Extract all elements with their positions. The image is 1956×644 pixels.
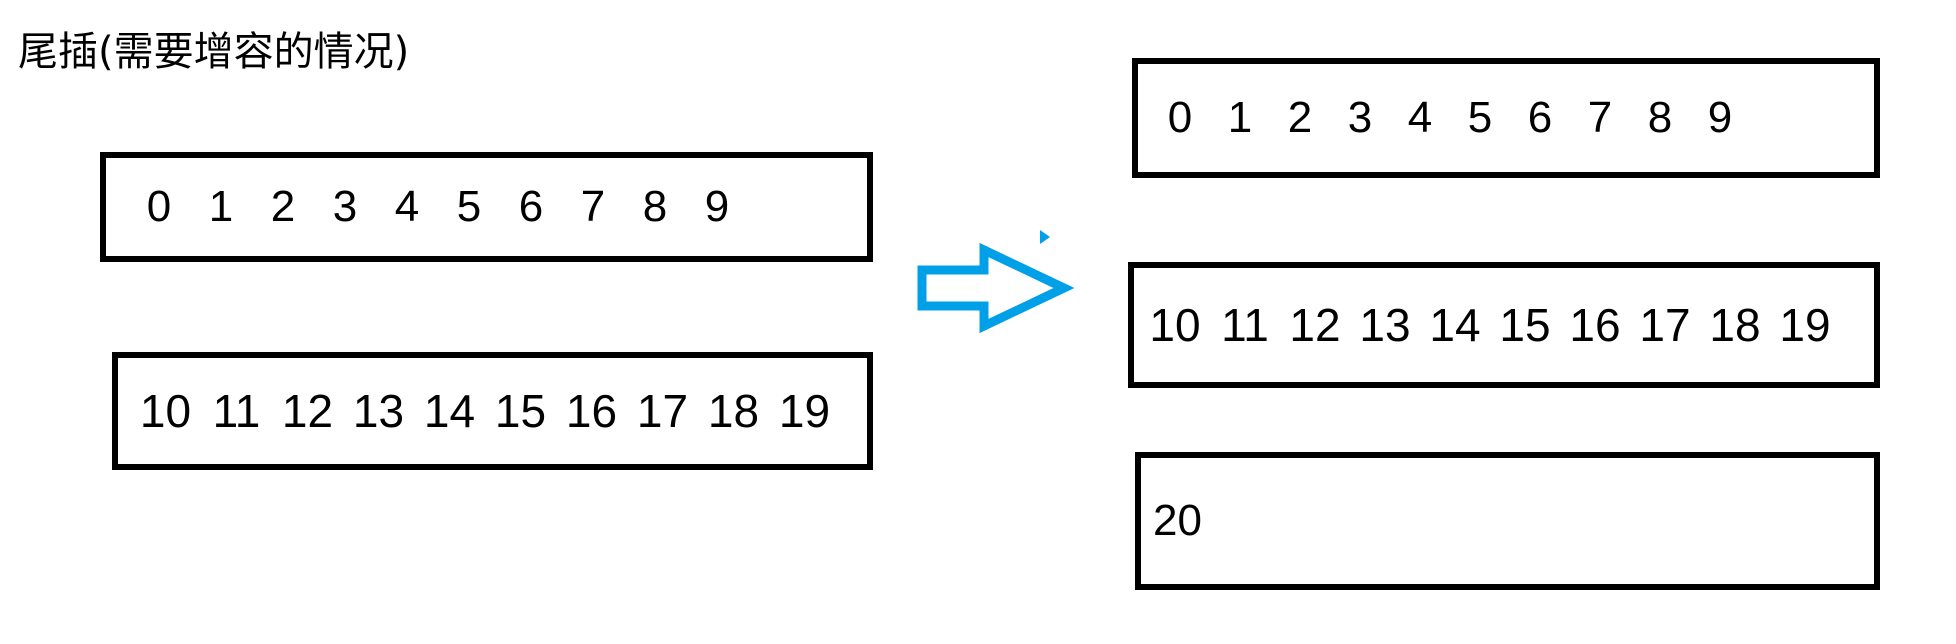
array-cell: 11 (212, 385, 261, 437)
array-cell: 7 (1587, 93, 1613, 142)
array-cell: 14 (423, 385, 476, 437)
array-cell: 8 (642, 182, 668, 231)
array-cell: 13 (1359, 299, 1411, 351)
right-array-box-1-cells: 0 1 2 3 4 5 6 7 8 9 (1150, 93, 1750, 143)
right-array-box-2: 10 11 12 13 14 15 16 17 18 19 (1128, 262, 1880, 388)
array-cell: 10 (1149, 299, 1201, 351)
array-cell: 19 (778, 385, 831, 437)
array-cell: 0 (1167, 93, 1193, 142)
array-cell: 8 (1647, 93, 1673, 142)
array-cell: 16 (1569, 299, 1621, 351)
array-cell: 10 (139, 385, 192, 437)
array-cell: 16 (565, 385, 618, 437)
array-cell: 17 (1639, 299, 1691, 351)
left-array-box-2: 10 11 12 13 14 15 16 17 18 19 (112, 352, 873, 470)
page-title: 尾插(需要增容的情况) (18, 29, 410, 75)
array-cell: 9 (704, 182, 730, 231)
right-array-box-3-cells: 20 (1153, 496, 1213, 546)
array-cell: 1 (1227, 93, 1253, 142)
array-cell: 4 (1407, 93, 1433, 142)
array-cell: 15 (494, 385, 547, 437)
right-array-box-3: 20 (1135, 452, 1880, 590)
right-array-box-1: 0 1 2 3 4 5 6 7 8 9 (1132, 58, 1880, 178)
array-cell: 18 (1709, 299, 1761, 351)
array-cell: 6 (1527, 93, 1553, 142)
array-cell: 7 (580, 182, 606, 231)
array-cell: 5 (1467, 93, 1493, 142)
left-array-box-2-cells: 10 11 12 13 14 15 16 17 18 19 (130, 384, 840, 438)
array-cell: 13 (352, 385, 405, 437)
array-cell: 2 (270, 182, 296, 231)
array-cell: 9 (1707, 93, 1733, 142)
array-cell: 19 (1779, 299, 1831, 351)
array-cell: 4 (394, 182, 420, 231)
array-cell: 0 (146, 182, 172, 231)
array-cell: 17 (636, 385, 689, 437)
array-cell: 1 (208, 182, 234, 231)
array-cell: 12 (1289, 299, 1341, 351)
left-array-box-1: 0 1 2 3 4 5 6 7 8 9 (100, 152, 873, 262)
left-array-box-1-cells: 0 1 2 3 4 5 6 7 8 9 (128, 182, 748, 232)
transform-arrow-group (912, 222, 1082, 342)
array-cell: 15 (1499, 299, 1551, 351)
right-array-box-2-cells: 10 11 12 13 14 15 16 17 18 19 (1140, 298, 1840, 352)
array-cell: 2 (1287, 93, 1313, 142)
array-cell: 3 (1347, 93, 1373, 142)
array-cell: 18 (707, 385, 760, 437)
array-cell: 6 (518, 182, 544, 231)
array-cell: 5 (456, 182, 482, 231)
array-cell: 20 (1153, 496, 1202, 545)
small-triangle-marker-icon (1040, 230, 1050, 244)
array-cell: 11 (1221, 299, 1269, 351)
array-cell: 3 (332, 182, 358, 231)
array-cell: 14 (1429, 299, 1481, 351)
array-cell: 12 (281, 385, 334, 437)
right-arrow-icon (917, 242, 1075, 334)
